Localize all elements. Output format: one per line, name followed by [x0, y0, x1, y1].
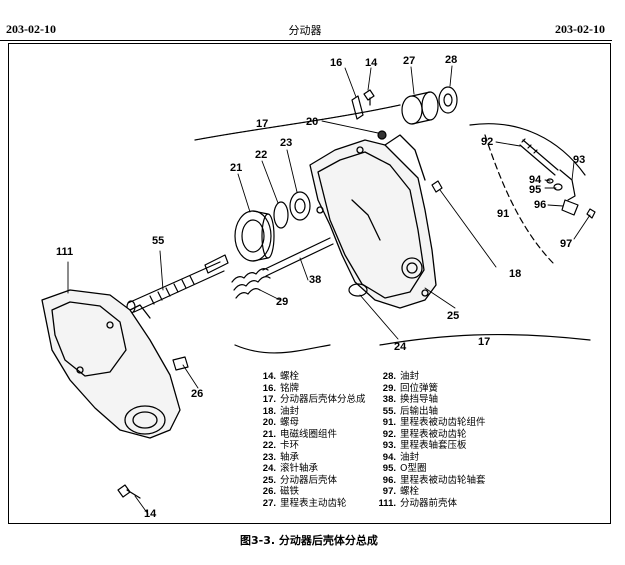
- speedometer-drive-gear: [401, 91, 439, 125]
- legend-item: 91.里程表被动齿轮组件: [382, 417, 486, 428]
- callout-55: 55: [152, 235, 165, 247]
- header-title: 分动器: [288, 24, 322, 37]
- callout-94: 94: [529, 174, 542, 186]
- header-date-left: 203-02-10: [6, 22, 56, 36]
- callout-20: 20: [306, 116, 319, 128]
- legend-item: 96.里程表被动齿轮轴套: [382, 474, 486, 486]
- figure-caption: 图3-3. 分动器后壳体分总成: [240, 534, 378, 547]
- oil-seal-small: [431, 180, 443, 193]
- bolt-97: [586, 208, 596, 219]
- legend-item: 21.电磁线圈组件: [262, 428, 338, 440]
- legend-item: 111.分动器前壳体: [378, 497, 458, 509]
- callout-24: 24: [394, 341, 407, 353]
- callout-91: 91: [497, 208, 510, 220]
- legend-column-left: 14.螺栓 16.铭牌 17.分动器后壳体分总成 18.油封 20.螺母 21.…: [246, 371, 366, 509]
- callout-29: 29: [276, 296, 289, 308]
- legend-item: 22.卡环: [262, 440, 300, 451]
- legend-item: 24.滚针轴承: [262, 463, 319, 474]
- callout-93: 93: [573, 154, 586, 166]
- legend-item: 23.轴承: [262, 451, 300, 463]
- callout-92: 92: [481, 136, 494, 148]
- callout-18: 18: [509, 268, 522, 280]
- callout-96: 96: [534, 199, 547, 211]
- callout-14-bottom: 14: [144, 508, 157, 520]
- callout-22: 22: [255, 149, 268, 161]
- sealant-line-left: [234, 344, 331, 354]
- header-date-right: 203-02-10: [555, 22, 605, 36]
- legend-item: 16.铭牌: [262, 382, 300, 394]
- sealant-line-right: [469, 123, 586, 176]
- figure-frame: [8, 43, 611, 524]
- legend-column-right: 28.油封 29.回位弹簧 38.换挡导轴 55.后输出轴 91.里程表被动齿轮…: [366, 371, 486, 509]
- callout-38: 38: [309, 274, 322, 286]
- speedo-guide-line: [484, 134, 556, 266]
- retainer-plate: [559, 169, 576, 201]
- legend-item: 18.油封: [262, 405, 300, 417]
- callout-17-top: 17: [256, 118, 269, 130]
- callout-26: 26: [191, 388, 204, 400]
- callout-16: 16: [330, 57, 343, 69]
- speedometer-driven-gear: [519, 138, 559, 176]
- legend-item: 55.后输出轴: [382, 405, 439, 417]
- legend-item: 14.螺栓: [262, 371, 300, 382]
- callout-95: 95: [529, 184, 542, 196]
- sealant-line-top: [194, 104, 401, 141]
- legend-item: 20.螺母: [262, 417, 300, 428]
- legend-item: 93.里程表轴套压板: [382, 440, 467, 451]
- legend-item: 29.回位弹簧: [382, 382, 439, 394]
- snap-ring: [273, 201, 289, 229]
- legend-item: 92.里程表被动齿轮: [382, 428, 467, 440]
- legend-item: 94.油封: [382, 451, 420, 463]
- legend-item: 28.油封: [382, 371, 420, 382]
- sealant-line-bottom: [379, 333, 591, 346]
- legend-item: 25.分动器后壳体: [262, 474, 338, 486]
- callout-14-top: 14: [365, 57, 378, 69]
- nut: [377, 130, 387, 140]
- callout-23: 23: [280, 137, 293, 149]
- id-tag: [351, 95, 364, 120]
- rear-output-shaft: [126, 254, 229, 314]
- leader-lines: [67, 65, 591, 515]
- callout-17-bottom: 17: [478, 336, 491, 348]
- oil-seal: [438, 86, 458, 114]
- legend-item: 17.分动器后壳体分总成: [262, 394, 366, 405]
- header-rule: [0, 40, 612, 41]
- legend-item: 38.换挡导轴: [382, 394, 439, 405]
- rear-case: [309, 134, 437, 309]
- bearing: [289, 191, 311, 221]
- legend-item: 97.螺栓: [382, 486, 420, 497]
- o-ring: [553, 183, 563, 191]
- callout-21: 21: [230, 162, 243, 174]
- callout-111: 111: [56, 246, 74, 258]
- solenoid-assembly: [234, 210, 275, 262]
- seal-94: [546, 178, 554, 184]
- needle-bearing: [348, 283, 368, 297]
- callout-97: 97: [560, 238, 573, 250]
- magnet: [172, 356, 189, 371]
- shift-rail: [262, 237, 334, 277]
- sleeve: [561, 199, 579, 216]
- front-case: [41, 289, 181, 439]
- legend-item: 27.里程表主动齿轮: [262, 497, 347, 509]
- legend-item: 26.磁铁: [262, 486, 300, 497]
- callout-28: 28: [445, 54, 458, 66]
- return-spring: [231, 268, 271, 299]
- legend-item: 95.O型圈: [382, 463, 427, 474]
- bolt-bottom: [117, 484, 141, 499]
- callout-25: 25: [447, 310, 460, 322]
- callout-27: 27: [403, 55, 416, 67]
- bolt-top: [363, 89, 375, 106]
